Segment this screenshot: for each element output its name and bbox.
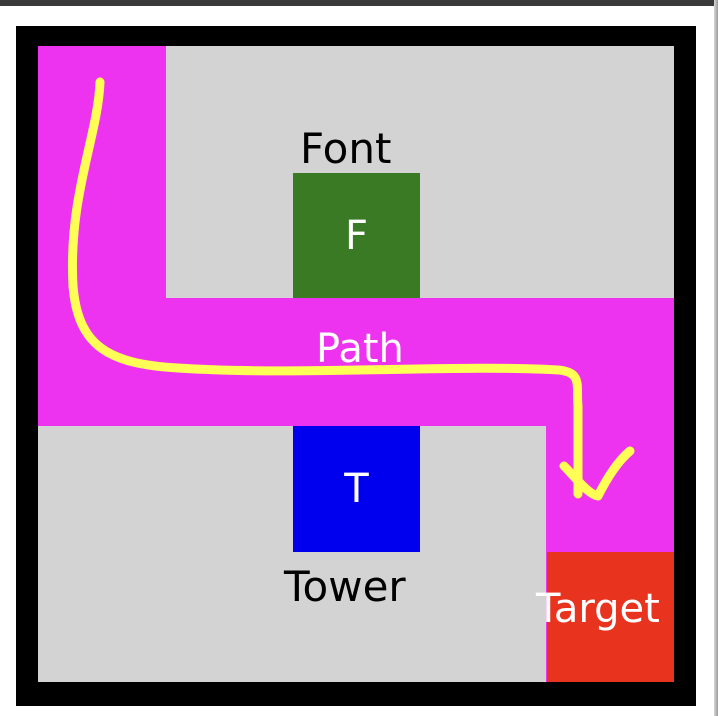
wall-block-bottom (38, 426, 546, 682)
window-top-edge (0, 0, 718, 6)
tower-tile-letter: T (344, 466, 369, 512)
window-right-edge (714, 0, 718, 716)
tower-tile: T (293, 426, 420, 552)
tower-caption: Tower (284, 562, 406, 611)
font-tile-letter: F (344, 212, 368, 259)
target-tile (547, 552, 674, 682)
path-caption: Path (316, 326, 404, 372)
wall-block-top (166, 46, 674, 298)
font-tile: F (293, 173, 420, 298)
font-caption: Font (300, 124, 392, 173)
target-caption: Target (536, 586, 660, 632)
